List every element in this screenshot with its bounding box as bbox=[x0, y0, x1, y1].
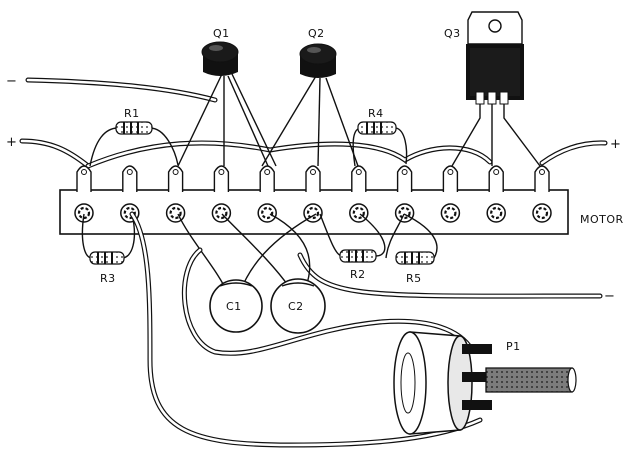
terminal-lug bbox=[213, 165, 230, 192]
q1-leads bbox=[177, 73, 277, 167]
terminal-lug-hole bbox=[355, 169, 362, 175]
potentiometer-p1 bbox=[393, 331, 577, 435]
q2-leads bbox=[261, 75, 359, 167]
terminal-lug-hole bbox=[493, 169, 500, 175]
terminal-screw-head bbox=[261, 206, 274, 220]
label-r2: R2 bbox=[350, 268, 366, 281]
label-q1: Q1 bbox=[213, 27, 230, 40]
resistor-r4 bbox=[352, 121, 408, 167]
resistor-r2 bbox=[319, 213, 386, 263]
terminal-lug-hole bbox=[539, 169, 545, 175]
terminal-lug-hole bbox=[264, 169, 271, 175]
label-r4: R4 bbox=[368, 107, 384, 120]
label-minus-left: − bbox=[6, 74, 17, 89]
terminal-lug-hole bbox=[310, 169, 316, 175]
terminal-lug-hole bbox=[172, 169, 179, 175]
label-motor: MOTOR bbox=[580, 213, 624, 226]
label-plus-left: + bbox=[6, 135, 17, 150]
terminal-lug bbox=[167, 165, 184, 192]
label-minus-right: − bbox=[604, 289, 615, 304]
potentiometer-wire-outer bbox=[129, 211, 483, 448]
capacitor-c2 bbox=[270, 278, 326, 334]
terminal-lug bbox=[122, 165, 138, 192]
terminal-screw-head bbox=[444, 206, 457, 220]
terminal-lug bbox=[351, 165, 367, 192]
terminal-lug-hole bbox=[218, 169, 225, 175]
label-r3: R3 bbox=[100, 272, 116, 285]
terminal-lug-hole bbox=[401, 169, 408, 175]
transistor-q1 bbox=[201, 41, 239, 76]
terminal-screw-head bbox=[306, 206, 320, 220]
positive-lead-left bbox=[19, 138, 91, 169]
terminal-screw-head bbox=[535, 206, 549, 220]
resistor-r1 bbox=[89, 121, 179, 167]
terminal-screw-head bbox=[490, 206, 503, 220]
resistor-r5 bbox=[385, 213, 438, 265]
label-plus-right: + bbox=[610, 137, 621, 152]
label-p1: P1 bbox=[506, 340, 521, 353]
terminal-lug-hole bbox=[447, 169, 454, 175]
terminal-lug-hole bbox=[81, 169, 87, 175]
label-c1: C1 bbox=[226, 300, 242, 313]
bus-wire-top bbox=[85, 140, 493, 169]
positive-lead-right bbox=[539, 140, 608, 166]
label-r5: R5 bbox=[406, 272, 422, 285]
potentiometer-wire-inner bbox=[181, 247, 475, 356]
label-r1: R1 bbox=[124, 107, 140, 120]
q3-leads bbox=[451, 100, 541, 167]
label-c2: C2 bbox=[288, 300, 304, 313]
terminal-lug bbox=[396, 165, 413, 192]
negative-lead-left bbox=[25, 77, 218, 103]
terminal-lug bbox=[305, 165, 321, 192]
label-q3: Q3 bbox=[444, 27, 461, 40]
terminal-lug bbox=[442, 165, 459, 192]
transistor-q2 bbox=[299, 43, 337, 78]
transistor-q3 bbox=[466, 11, 524, 105]
terminal-strip bbox=[59, 165, 569, 235]
terminal-lug bbox=[76, 165, 92, 192]
terminal-lug bbox=[534, 165, 550, 192]
label-q2: Q2 bbox=[308, 27, 325, 40]
resistor-r3 bbox=[81, 213, 136, 265]
terminal-lugs bbox=[76, 165, 550, 192]
terminal-lug-hole bbox=[126, 169, 133, 175]
capacitor-c1 bbox=[209, 279, 263, 333]
terminal-lug bbox=[488, 165, 504, 192]
terminal-screws bbox=[74, 203, 552, 223]
terminal-lug bbox=[259, 165, 275, 192]
